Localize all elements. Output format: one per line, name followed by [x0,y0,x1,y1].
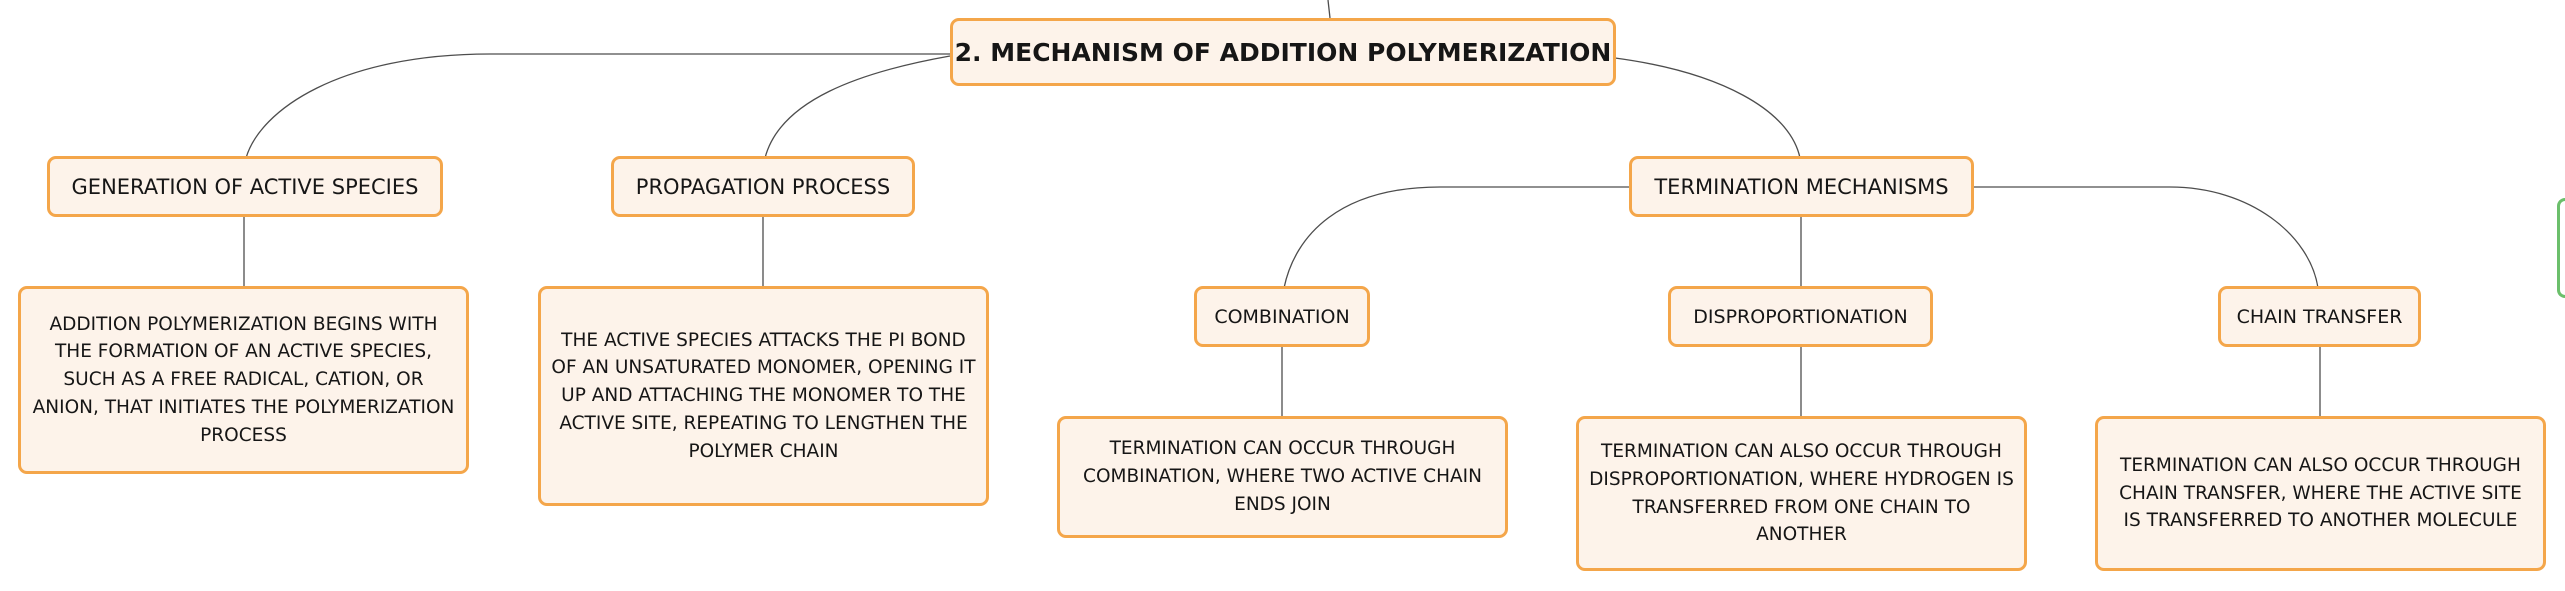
description-chain-transfer[interactable]: TERMINATION CAN ALSO OCCUR THROUGH CHAIN… [2095,416,2546,571]
subtopic-disproportionation[interactable]: DISPROPORTIONATION [1668,286,1933,347]
subtopic-combination[interactable]: COMBINATION [1194,286,1370,347]
topic-label: TERMINATION MECHANISMS [1654,174,1949,199]
description-text: TERMINATION CAN ALSO OCCUR THROUGH DISPR… [1589,441,2014,546]
subtopic-chain-transfer[interactable]: CHAIN TRANSFER [2218,286,2421,347]
topic-label: PROPAGATION PROCESS [635,174,891,199]
description-generation-of-active-species[interactable]: ADDITION POLYMERIZATION BEGINS WITH THE … [18,286,469,474]
topic-termination-mechanisms[interactable]: TERMINATION MECHANISMS [1629,156,1974,217]
root-topic[interactable]: 2. MECHANISM OF ADDITION POLYMERIZATION [950,18,1616,86]
topic-label: GENERATION OF ACTIVE SPECIES [71,174,419,199]
description-text: ADDITION POLYMERIZATION BEGINS WITH THE … [32,313,455,446]
description-combination[interactable]: TERMINATION CAN OCCUR THROUGH COMBINATIO… [1057,416,1508,538]
topic-propagation-process[interactable]: PROPAGATION PROCESS [611,156,915,217]
description-disproportionation[interactable]: TERMINATION CAN ALSO OCCUR THROUGH DISPR… [1576,416,2027,571]
subtopic-label: CHAIN TRANSFER [2236,305,2403,328]
offscreen-node-edge[interactable] [2557,198,2565,298]
subtopic-label: DISPROPORTIONATION [1693,305,1908,328]
subtopic-label: COMBINATION [1214,305,1350,328]
connector-parent-root [1327,0,1331,19]
description-propagation-process[interactable]: THE ACTIVE SPECIES ATTACKS THE PI BOND O… [538,286,989,506]
topic-generation-of-active-species[interactable]: GENERATION OF ACTIVE SPECIES [47,156,443,217]
connector-termination-combination [1283,186,1630,289]
description-text: TERMINATION CAN OCCUR THROUGH COMBINATIO… [1083,438,1482,515]
connector-root-generation [245,53,950,159]
connector-root-termination [1614,57,1801,159]
description-text: TERMINATION CAN ALSO OCCUR THROUGH CHAIN… [2119,454,2522,532]
root-topic-label: 2. MECHANISM OF ADDITION POLYMERIZATION [954,37,1612,67]
description-text: THE ACTIVE SPECIES ATTACKS THE PI BOND O… [551,329,976,462]
connector-termination-chain-transfer [1972,186,2319,289]
connector-root-propagation [764,55,951,159]
